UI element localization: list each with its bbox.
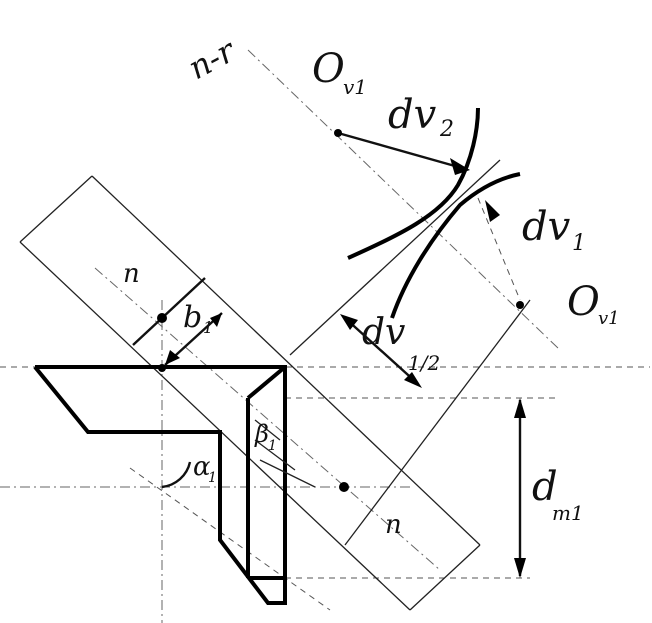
crosshatch-diag: [129, 467, 331, 611]
label-section-line: n-r: [182, 31, 243, 87]
label-o-v1: O: [312, 46, 345, 92]
alpha-angle-arc: [161, 461, 192, 489]
label-o-v1-sub: v1: [343, 75, 367, 99]
label-b1-sub: 1: [203, 318, 213, 337]
rake-face-outline: [33, 365, 287, 605]
label-o-v1-end-sub: v1: [598, 308, 620, 329]
label-b1: b: [183, 300, 202, 335]
label-n-lower: n: [385, 510, 402, 540]
label-dv1-sub: 1: [572, 231, 586, 256]
label-alpha1: α: [193, 452, 211, 482]
label-beta1-sub: 1: [268, 438, 277, 454]
label-dm1: d: [532, 464, 558, 510]
profile-curves: [334, 107, 524, 319]
dm1-dimension: [514, 398, 526, 578]
construction-lines: [0, 49, 650, 623]
b1-dimension: [132, 277, 223, 372]
label-dv2: dv: [388, 92, 437, 138]
dv-half-dimension: [340, 314, 422, 388]
label-dv-half-sub: 1/2: [408, 351, 440, 375]
label-dv2-sub: 2: [439, 117, 454, 142]
lower-center-dot: [339, 482, 349, 492]
section-line-n-r: [247, 49, 561, 351]
label-dm1-sub: m1: [552, 501, 584, 525]
label-dv-half: dv: [362, 312, 405, 353]
label-alpha1-sub: 1: [208, 470, 217, 486]
label-dv1: dv: [522, 204, 571, 250]
beta-hatching: [254, 419, 316, 488]
label-n-r: n-r: [182, 31, 243, 87]
tilted-tool-body: [19, 159, 531, 611]
section-line-n-lower: [94, 267, 441, 571]
label-beta1: β: [254, 420, 269, 448]
label-n-upper: n: [123, 259, 140, 289]
label-o-v1-end: O: [567, 279, 600, 325]
